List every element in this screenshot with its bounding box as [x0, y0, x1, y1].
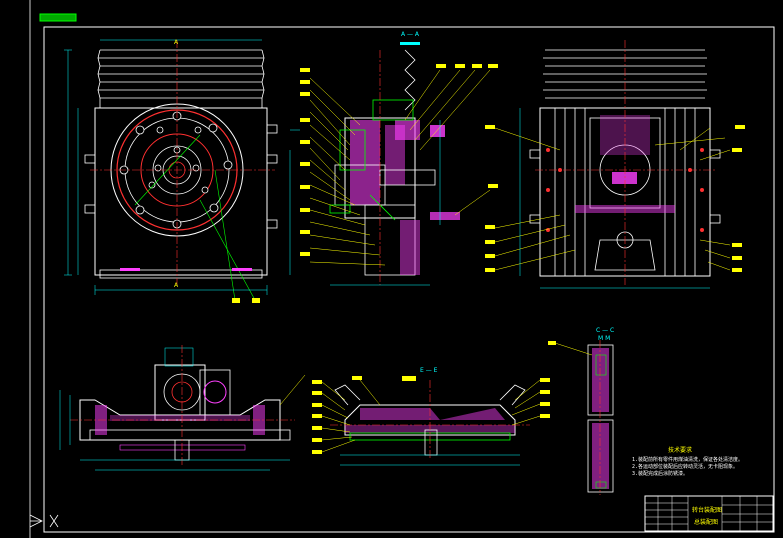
note-1: 1.装配前所有零件用煤油清洗，保证各处清洁度。 [632, 456, 743, 463]
section-label-cc: C — C [596, 327, 614, 334]
section-sub-cc: M M [598, 335, 610, 342]
side-view [485, 40, 745, 289]
layer-indicator [39, 13, 77, 22]
title-block-name: 转台装配图 [692, 506, 722, 514]
ucs-axis-icon [29, 514, 59, 528]
front-view: A A [64, 39, 300, 303]
section-e-e-view: E — E [312, 367, 550, 466]
title-block-sub: 总装配图 [694, 518, 718, 526]
notes-title: 技术要求 [668, 446, 692, 454]
bottom-plan-view [59, 345, 306, 471]
title-block: 转台装配图 总装配图 [644, 495, 774, 532]
note-2: 2.各运动部位装配后应转动灵活，无卡阻现象。 [632, 463, 738, 470]
section-label-aa: A — A [401, 31, 420, 38]
drawing-frame [43, 26, 775, 533]
technical-notes: 技术要求 1.装配前所有零件用煤油清洗，保证各处清洁度。 2.各运动部位装配后应… [632, 446, 743, 477]
note-3: 3.装配完成后涂防锈漆。 [632, 470, 688, 477]
section-mark-a-top: A [174, 39, 179, 46]
section-c-c-view: C — C M M [548, 327, 614, 495]
section-label-ee: E — E [420, 367, 438, 374]
section-a-a-view: A — A [300, 31, 498, 286]
section-mark-a-bottom: A [174, 282, 179, 289]
